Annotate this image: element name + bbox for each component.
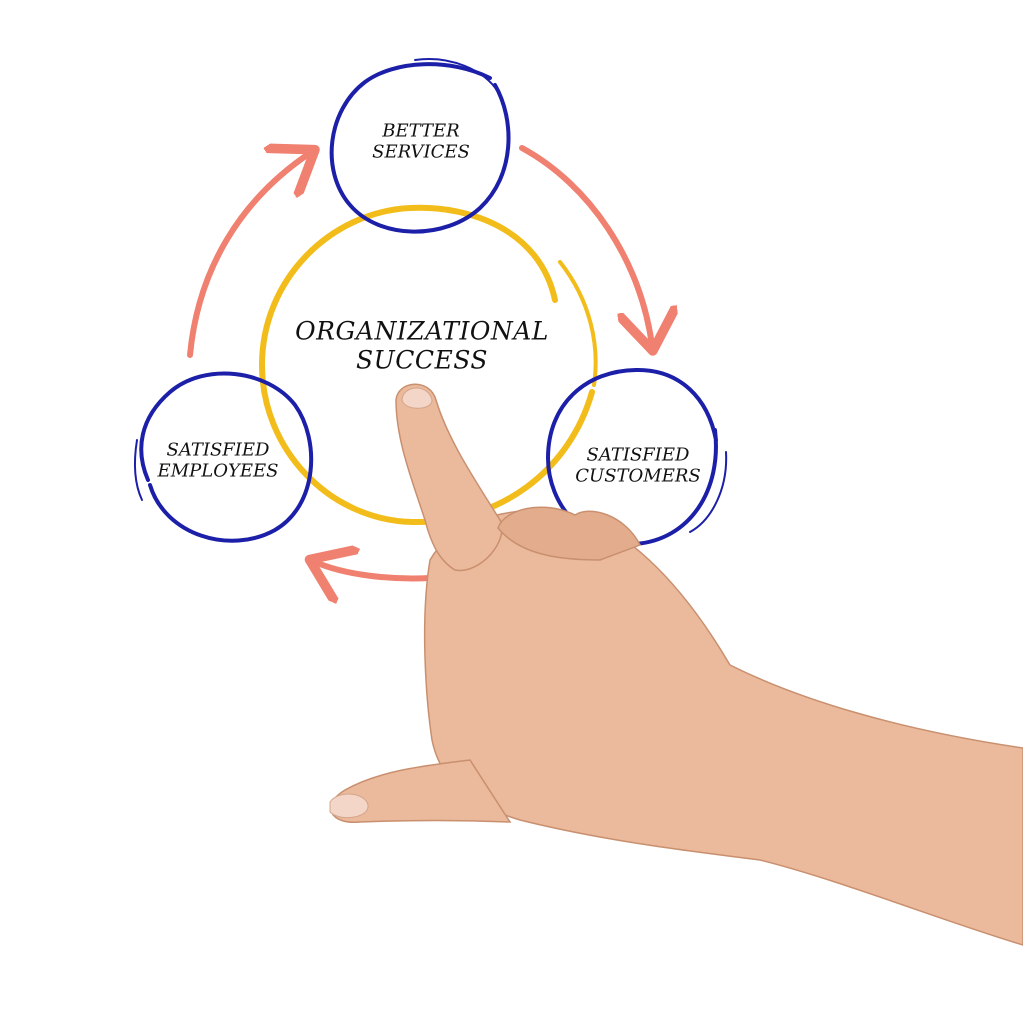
node-label-line-2: EMPLOYEES: [157, 460, 279, 481]
node-circle-satisfied-employees: [133, 371, 314, 543]
node-label-satisfied-employees: SATISFIED EMPLOYEES: [158, 440, 279, 481]
center-label: ORGANIZATIONAL SUCCESS: [295, 316, 549, 375]
node-label-satisfied-customers: SATISFIED CUSTOMERS: [575, 445, 701, 486]
node-label-line-2: CUSTOMERS: [575, 465, 701, 486]
center-circle: [258, 204, 598, 526]
node-label-line-1: SATISFIED: [166, 439, 270, 461]
node-label-better-services: BETTER SERVICES: [372, 121, 470, 162]
node-circle-better-services: [329, 58, 511, 234]
pointing-hand: [329, 383, 1023, 946]
arrow-customers-to-employees: [315, 562, 433, 578]
center-label-line-2: SUCCESS: [355, 345, 489, 374]
node-label-line-2: SERVICES: [372, 141, 470, 162]
node-label-line-1: BETTER: [382, 120, 460, 142]
node-label-line-1: SATISFIED: [586, 444, 690, 466]
center-label-line-1: ORGANIZATIONAL: [295, 316, 549, 346]
arrow-services-to-customers: [519, 145, 652, 345]
arrow-employees-to-services: [187, 153, 310, 358]
node-circle-satisfied-customers: [545, 367, 728, 547]
